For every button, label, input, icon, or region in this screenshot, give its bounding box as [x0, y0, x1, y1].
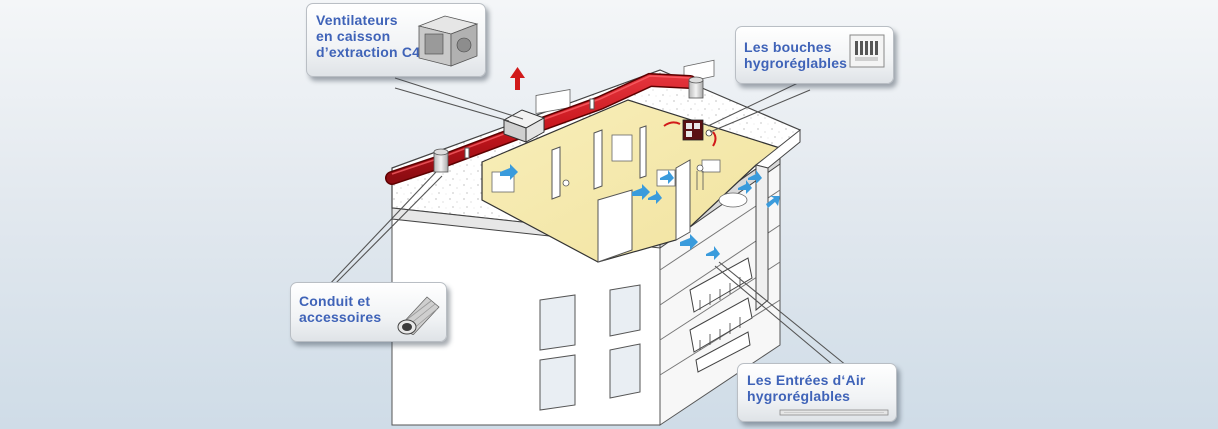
callout-entrees: Les Entrées d‘Air hygroréglables [737, 363, 897, 422]
ventilateurs-line1: Ventilateurs [316, 12, 398, 28]
parapet [754, 128, 801, 312]
ventilateurs-line2: en caisson [316, 28, 391, 44]
flexible-duct-thumbnail [397, 296, 440, 335]
callout-conduit-label: Conduit et accessoires [299, 293, 381, 325]
apartment-cutaway [481, 59, 782, 263]
fan-unit-thumbnail [417, 15, 479, 67]
callout-bouches: Les bouches hygroréglables [735, 26, 894, 84]
conduit-line1: Conduit et [299, 293, 371, 309]
extraction-fan-box [502, 109, 546, 143]
hygro-vent-unit [663, 119, 717, 147]
vent-grille-thumbnail [849, 34, 885, 68]
callout-entrees-label: Les Entrées d‘Air hygroréglables [747, 372, 866, 404]
ventilateurs-line3: d’extraction C4 [316, 44, 421, 60]
exhaust-arrow [510, 67, 525, 90]
leader-lines [326, 77, 853, 376]
bouches-line1: Les bouches [744, 39, 832, 55]
entrees-line2: hygroréglables [747, 388, 851, 404]
entrees-line1: Les Entrées d‘Air [747, 372, 866, 388]
callout-conduit: Conduit et accessoires [290, 282, 447, 342]
callout-bouches-label: Les bouches hygroréglables [744, 39, 847, 71]
exhaust-duct [385, 72, 697, 185]
callout-ventilateurs-label: Ventilateurs en caisson d’extraction C4 [316, 12, 420, 60]
fresh-air-arrows [500, 164, 780, 260]
conduit-line2: accessoires [299, 309, 382, 325]
roof-pipe-left [433, 148, 449, 173]
bouches-line2: hygroréglables [744, 55, 848, 71]
roof-pipe-right [688, 76, 704, 99]
callout-ventilateurs: Ventilateurs en caisson d’extraction C4 [306, 3, 486, 77]
air-inlet-thumbnail [779, 409, 889, 416]
